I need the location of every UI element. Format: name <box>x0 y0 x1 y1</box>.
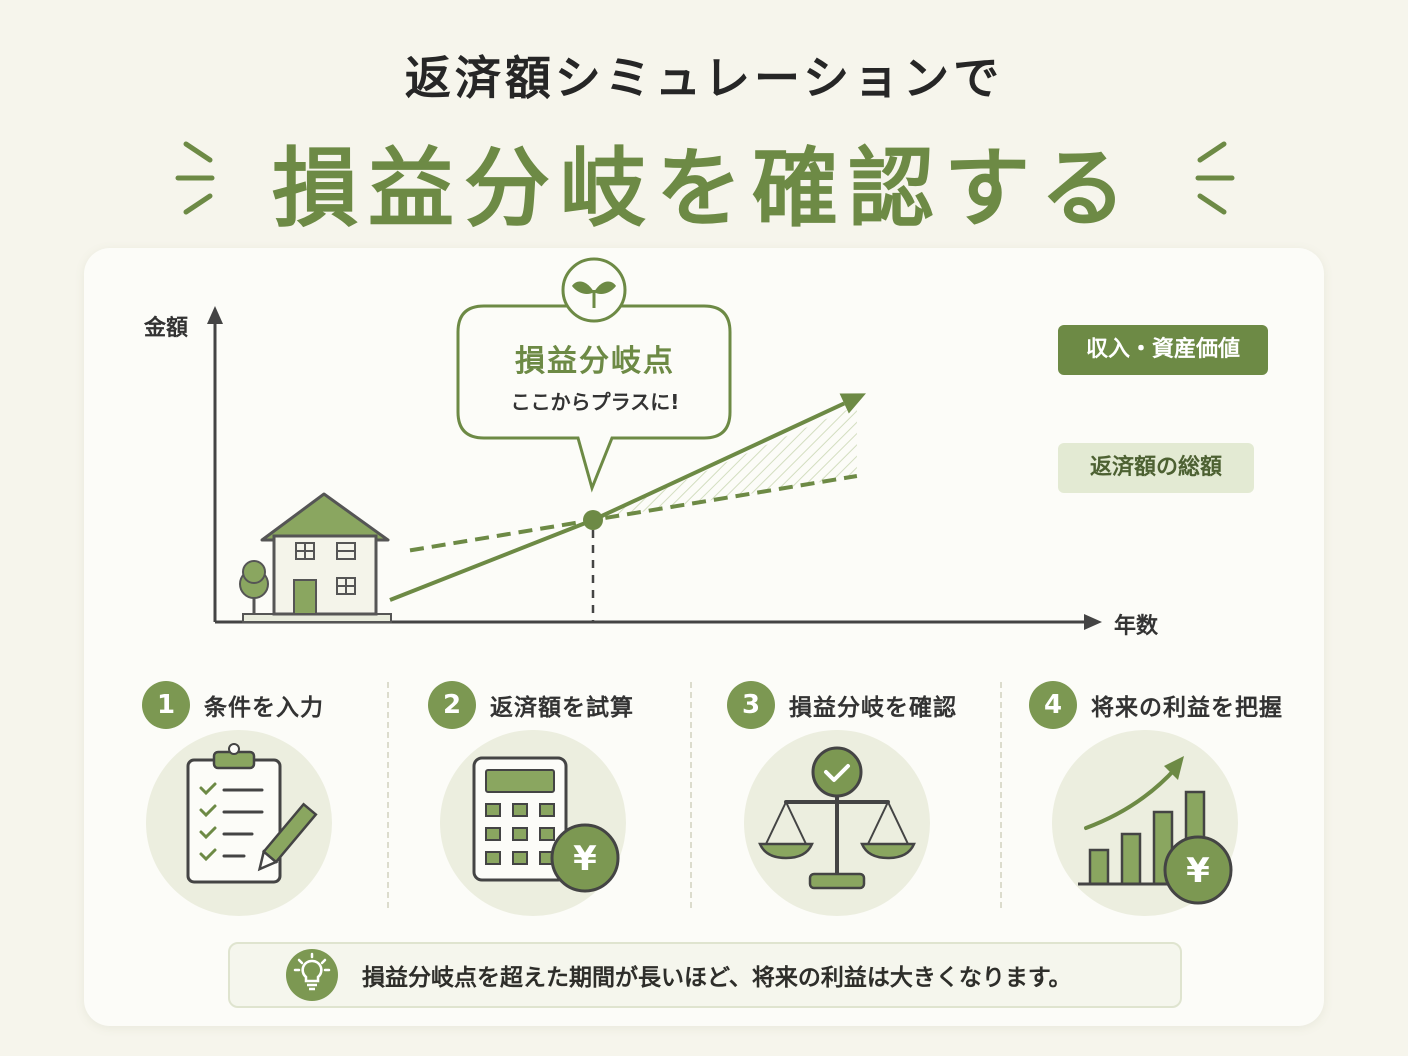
svg-text:¥: ¥ <box>573 839 597 879</box>
step-2-label: 返済額を試算 <box>490 695 634 721</box>
y-axis-arrow <box>207 306 223 324</box>
step-divider <box>690 682 692 908</box>
title-line-2: 損益分岐を確認する <box>272 139 1136 239</box>
callout-title: 損益分岐点 <box>515 344 675 379</box>
step-1-label: 条件を入力 <box>204 695 324 721</box>
income-arrow-head <box>839 393 866 414</box>
house-icon <box>242 492 392 623</box>
lightbulb-icon <box>286 949 338 1001</box>
calculator-yen-icon: ¥ <box>472 756 620 893</box>
title-line-1: 返済額シミュレーションで <box>404 51 1004 105</box>
step-divider <box>387 682 389 908</box>
break-even-point <box>583 510 603 530</box>
clipboard-checklist-icon <box>186 743 318 884</box>
tip-box <box>228 942 1182 1008</box>
tip-text: 損益分岐点を超えた期間が長いほど、将来の利益は大きくなります。 <box>362 965 1072 991</box>
step-2-number: 2 <box>428 681 476 729</box>
repayment-legend-label: 返済額の総額 <box>1058 443 1254 493</box>
balance-scale-icon <box>758 746 916 890</box>
tree-icon <box>239 560 269 614</box>
x-axis-label: 年数 <box>1114 614 1159 639</box>
svg-text:¥: ¥ <box>1186 851 1210 891</box>
step-2-header: 2 返済額を試算 <box>428 681 634 729</box>
step-divider <box>1000 682 1002 908</box>
step-4-number: 4 <box>1029 681 1077 729</box>
step-3-header: 3 損益分岐を確認 <box>727 681 957 729</box>
step-4-label: 将来の利益を把握 <box>1091 695 1283 721</box>
step-4-header: 4 将来の利益を把握 <box>1029 681 1283 729</box>
profit-area <box>593 405 857 520</box>
x-axis-arrow <box>1084 614 1102 630</box>
growth-chart-yen-icon: ¥ <box>1078 756 1233 905</box>
step-1-number: 1 <box>142 681 190 729</box>
callout-subtitle: ここからプラスに! <box>510 390 680 414</box>
sprout-icon <box>561 257 627 323</box>
sparkle-right-icon <box>1195 141 1235 215</box>
income-legend-label: 収入・資産価値 <box>1058 325 1268 375</box>
y-axis-label: 金額 <box>144 316 189 341</box>
step-3-label: 損益分岐を確認 <box>789 695 957 721</box>
sparkle-left-icon <box>175 141 215 215</box>
step-1-header: 1 条件を入力 <box>142 681 324 729</box>
step-3-number: 3 <box>727 681 775 729</box>
callout-bubble <box>456 304 732 493</box>
